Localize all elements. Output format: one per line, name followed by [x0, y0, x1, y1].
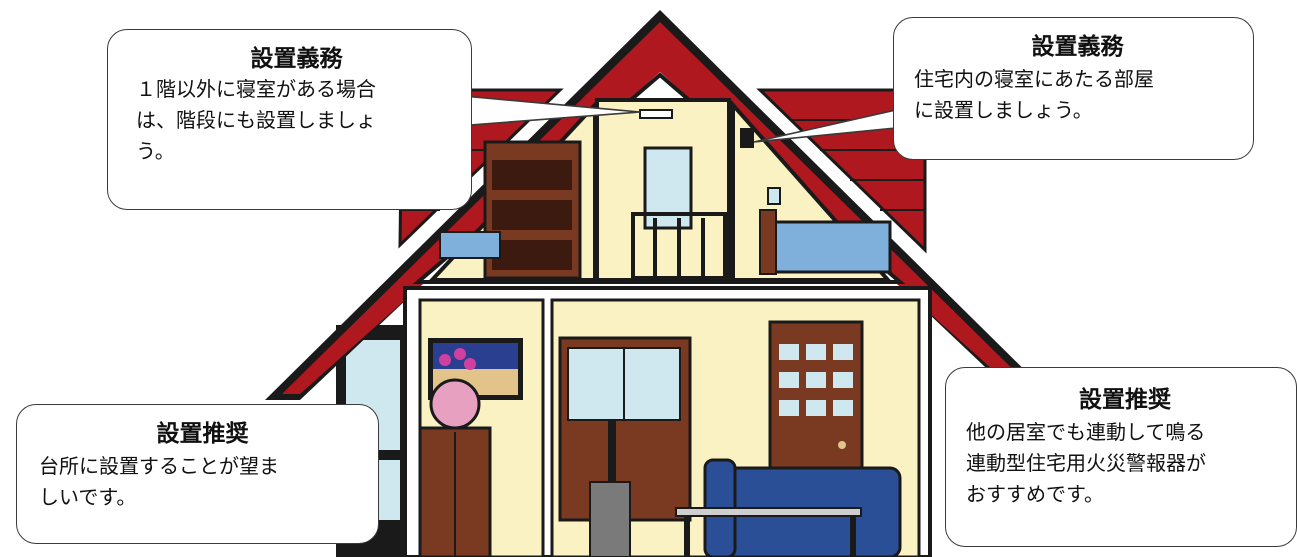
callout-kitchen: 設置推奨 台所に設置することが望ま しいです。 [16, 404, 379, 544]
callout-body: １階以外に寝室がある場合 は、階段にも設置しましょ う。 [136, 77, 376, 163]
callout-title: 設置推奨 [1079, 386, 1171, 413]
smoke-alarm-bedroom [740, 128, 754, 148]
smoke-alarm-stairs [639, 109, 673, 119]
callout-stairs: 設置義務 １階以外に寝室がある場合 は、階段にも設置しましょ う。 [107, 29, 472, 210]
callout-title: 設置推奨 [156, 420, 249, 447]
callout-interconnected-alarm: 設置推奨 他の居室でも連動して鳴る 連動型住宅用火災警報器が おすすめです。 [945, 367, 1297, 547]
callout-bedroom: 設置義務 住宅内の寝室にあたる部屋 に設置しましょう。 [893, 17, 1254, 160]
callout-title: 設置義務 [250, 45, 343, 72]
callout-pointers [450, 94, 897, 143]
lower-floor [403, 286, 932, 557]
callout-body: 住宅内の寝室にあたる部屋 に設置しましょう。 [914, 67, 1154, 122]
upper-floor [412, 72, 906, 284]
callout-body: 他の居室でも連動して鳴る 連動型住宅用火災警報器が おすすめです。 [966, 420, 1206, 506]
callout-body: 台所に設置することが望ま しいです。 [39, 454, 279, 509]
callout-title: 設置義務 [1031, 33, 1124, 60]
